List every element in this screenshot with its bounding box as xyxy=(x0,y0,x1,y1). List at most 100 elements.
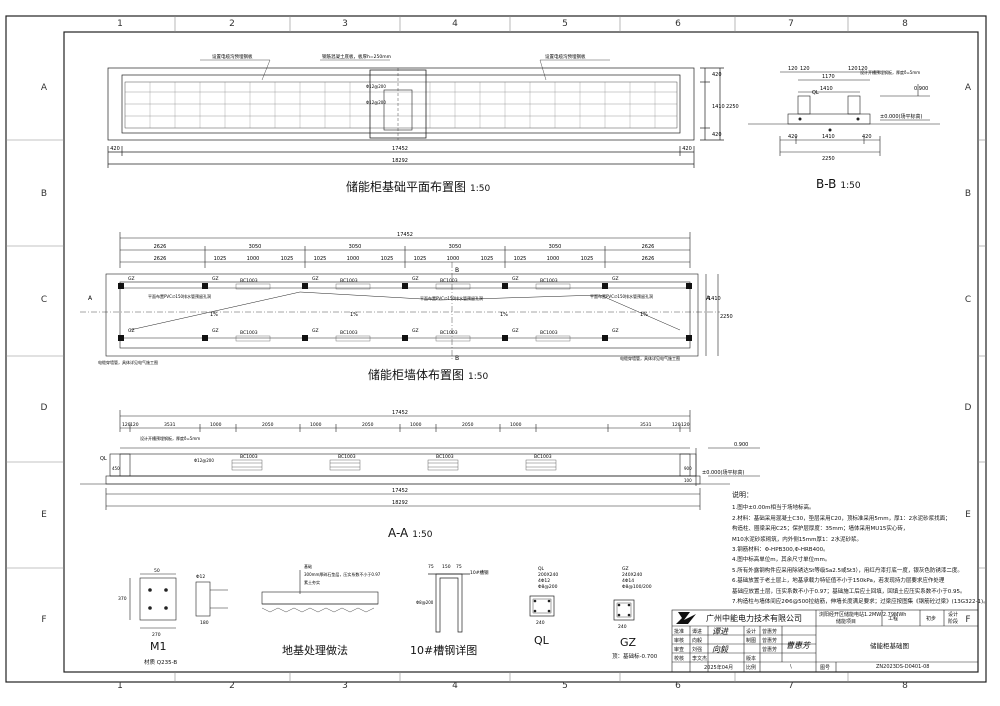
wall-section-a-left: A xyxy=(88,295,93,302)
tb-stage-label-3: 阶段 xyxy=(948,619,959,625)
aa-dim-top-total: 17452 xyxy=(392,410,408,416)
tb-role-audit: 审查 xyxy=(674,647,685,653)
aa-span-3: 3531 xyxy=(164,422,176,428)
wall-gz-12: GZ xyxy=(612,328,619,334)
bb-elev-top: 0.900 xyxy=(914,86,928,92)
tb-drawing-name: 储能柜基础图 xyxy=(870,642,909,650)
grid-row-a: A xyxy=(40,83,48,93)
grid-row-d-right: D xyxy=(964,403,972,413)
plan-dim-depth-outer: 2250 xyxy=(726,104,739,110)
grid-col-6-bottom: 6 xyxy=(675,681,681,691)
wall-bc-5: BC1003 xyxy=(240,330,258,336)
wall-gz-7: GZ xyxy=(128,328,135,334)
bb-elev-zero: ±0.000(场平标高) xyxy=(880,113,922,120)
tb-role2-design: 设计 xyxy=(746,629,757,635)
aa-bc-4: BC1003 xyxy=(534,454,552,460)
wall-bc-6: BC1003 xyxy=(340,330,358,336)
wall-sub-9: 1000 xyxy=(447,256,460,262)
grid-col-3-bottom: 3 xyxy=(342,681,348,691)
wall-sub-4: 1025 xyxy=(281,256,294,262)
ql-spec-1: QL xyxy=(538,566,545,572)
note-item: 4.图中标高单位m，其余尺寸单位mm。 xyxy=(732,557,831,564)
tb-tuhao-label: 图号 xyxy=(820,665,831,671)
aa-span-4: 1000 xyxy=(210,422,222,428)
wall-sub-11: 1025 xyxy=(514,256,527,262)
tb-role-approve: 批准 xyxy=(674,629,685,635)
m1-dim-370: 370 xyxy=(118,596,127,602)
aa-span-10: 1000 xyxy=(510,422,522,428)
grid-row-e-right: E xyxy=(965,510,971,520)
wall-gz-11: GZ xyxy=(512,328,519,334)
grid-col-4: 4 xyxy=(452,19,458,29)
grille-rebar: Φ8@200 xyxy=(416,600,434,605)
note-item: 7.构造柱与墙体间应2Φ6@500拉结筋，伸墙长度满足要求；过梁应按图集《钢筋砼… xyxy=(732,599,989,606)
grid-col-1: 1 xyxy=(117,19,123,29)
wall-gz-2: GZ xyxy=(212,276,219,282)
wall-section-a-right: A xyxy=(706,295,711,302)
wall-sub-3: 1000 xyxy=(247,256,260,262)
aa-h4: 100 xyxy=(684,478,692,483)
wall-sub-10: 1025 xyxy=(481,256,494,262)
grille-dim-3: 75 xyxy=(456,564,462,570)
tb-scale-label: 比例 xyxy=(746,665,757,671)
note-item: 构造柱、圈梁采用C25；保护层厚度：35mm；墙体采用MU15实心砖， xyxy=(732,526,909,533)
plan-dim-edge-left: 420 xyxy=(110,146,120,152)
wall-gz-6: GZ xyxy=(612,276,619,282)
plan-callout-right: 设置电缆沟预埋钢板 xyxy=(545,53,586,60)
ql-spec-2: 200X240 xyxy=(538,572,558,578)
wall-dim-total: 17452 xyxy=(397,232,413,238)
wall-pipe-note-2: 平面布置PVC∅150排水管预留孔洞 xyxy=(420,295,483,301)
wall-sub-7: 1025 xyxy=(381,256,394,262)
aa-ql: QL xyxy=(100,456,107,462)
ql-title: QL xyxy=(534,634,549,647)
aa-elev-zero: ±0.000(场平标高) xyxy=(702,469,744,476)
tb-drawing-no: ZN2023DS-D0401-08 xyxy=(876,664,930,670)
wall-slope-4: 1% xyxy=(640,312,648,318)
aa-elev-top: 0.900 xyxy=(734,442,748,448)
grid-col-2-bottom: 2 xyxy=(229,681,235,691)
bb-dim-top-1: 120 xyxy=(788,66,798,72)
gz-note: 顶：基础标-0.700 xyxy=(612,654,658,660)
aa-scale: 1:50 xyxy=(412,530,433,540)
wall-dim-right: 1410 xyxy=(708,296,721,302)
grid-col-2: 2 xyxy=(229,19,235,29)
wall-bc-2: BC1003 xyxy=(340,278,358,284)
wall-slope-1: 1% xyxy=(210,312,218,318)
found-note-3: 素土夯实 xyxy=(304,579,320,585)
note-item: 1.图中±0.00m相当于场地标高。 xyxy=(732,505,815,512)
aa-span-8: 1000 xyxy=(410,422,422,428)
aa-dim-bottom-outer: 18292 xyxy=(392,500,408,506)
tb-role-check: 校核 xyxy=(674,656,685,662)
wall-slope-3: 1% xyxy=(500,312,508,318)
grid-col-7-bottom: 7 xyxy=(788,681,794,691)
grid-col-7: 7 xyxy=(788,19,794,29)
tb-name-check: 李文杰 xyxy=(692,656,708,662)
aa-bc-2: BC1003 xyxy=(338,454,356,460)
wall-span-1: 2626 xyxy=(154,244,167,250)
m1-dim-rebar: Φ12 xyxy=(196,574,205,580)
m1-title: M1 xyxy=(150,640,167,653)
wall-gz-10: GZ xyxy=(412,328,419,334)
ql-spec-4: Φ8@200 xyxy=(538,584,558,590)
grid-col-4-bottom: 4 xyxy=(452,681,458,691)
m1-dim-180: 180 xyxy=(200,620,209,626)
tb-project-1: 浏阳经开区储能电站1.2MW/2.79MWh xyxy=(819,612,907,618)
note-item: 6.基础放置于老土层上，地基承载力特征值不小于150kPa，若发现持力层要求应作… xyxy=(732,578,945,585)
bb-dim-mid: 1410 xyxy=(820,86,833,92)
wall-bc-1: BC1003 xyxy=(240,278,258,284)
note-item: 5.所有外露钢构件应采用除锈达St等级Sa2.5或St3），用红丹漆打底一度，银… xyxy=(732,567,963,574)
gz-dim: 240 xyxy=(618,624,627,630)
bb-title-text: B-B xyxy=(816,177,837,191)
tb-signature-2: 向毅 xyxy=(712,645,728,654)
aa-rebar: Φ12@200 xyxy=(194,458,214,463)
plan-dim-inner: 17452 xyxy=(392,146,408,152)
tb-name-audit: 刘强 xyxy=(692,647,703,653)
m1-note: 材质 Q235-B xyxy=(144,660,178,666)
bb-dim-bottom-3: 420 xyxy=(862,134,872,140)
gz-title: GZ xyxy=(620,636,637,649)
